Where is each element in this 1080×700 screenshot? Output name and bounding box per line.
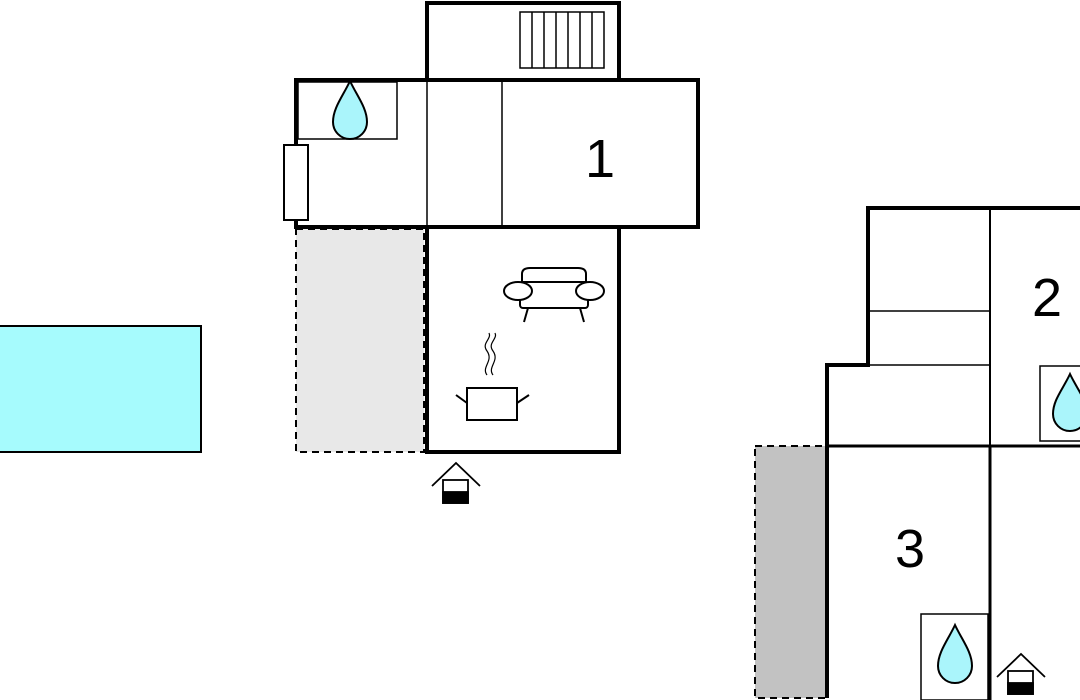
room-number-2: 2 — [1032, 268, 1062, 328]
sofa-icon — [503, 267, 605, 323]
window — [283, 144, 309, 221]
stairs-icon — [519, 11, 605, 69]
cooking-pot-icon — [455, 332, 530, 421]
building-2-3 — [825, 206, 1080, 700]
entrance-icon — [431, 461, 481, 504]
terrace-right — [754, 445, 827, 699]
pool — [0, 325, 202, 453]
water-drop-icon — [331, 78, 369, 140]
room-number-1: 1 — [585, 129, 615, 189]
terrace-left — [295, 228, 425, 453]
water-drop-icon — [1051, 371, 1080, 432]
water-drop-icon — [936, 622, 974, 684]
entrance-icon — [996, 652, 1046, 695]
room-number-3: 3 — [895, 519, 925, 579]
